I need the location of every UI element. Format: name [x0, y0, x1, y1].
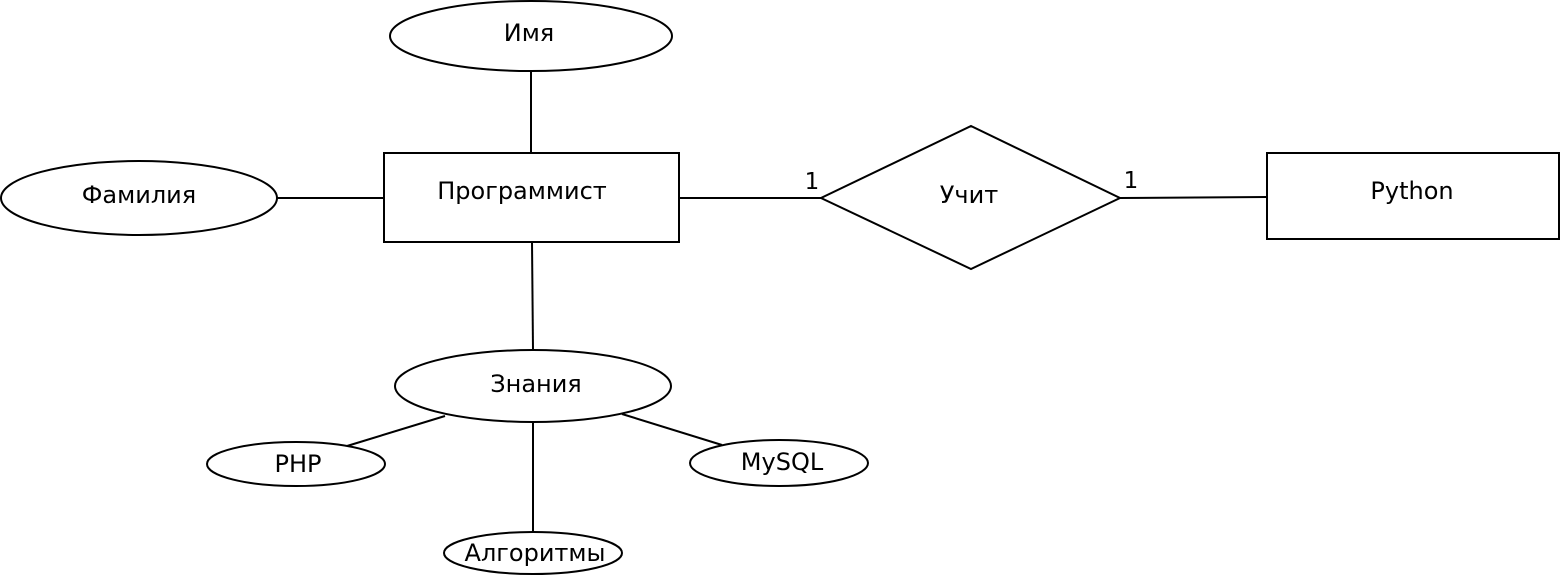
relationship-teaches: Учит 1 1 — [805, 124, 1139, 271]
attribute-php: PHP — [206, 441, 386, 487]
entity-programmer: Программист — [383, 152, 680, 243]
attribute-last-name-oval — [0, 160, 278, 236]
attribute-mysql-oval — [689, 439, 869, 487]
cardinality-right: 1 — [1124, 168, 1139, 194]
attribute-mysql: MySQL — [689, 439, 869, 487]
attribute-knowledge: Знания — [394, 349, 672, 423]
attribute-algorithms-oval — [443, 531, 623, 575]
attribute-algorithms: Алгоритмы — [443, 531, 623, 575]
attribute-last-name: Фамилия — [0, 160, 278, 236]
entity-python-label: Python — [1370, 177, 1453, 205]
attribute-first-name-label: Имя — [504, 19, 555, 47]
attribute-algorithms-label: Алгоритмы — [465, 539, 606, 567]
edge-relationship-python — [1119, 196, 1268, 199]
attribute-php-label: PHP — [275, 450, 322, 478]
attribute-knowledge-label: Знания — [490, 370, 582, 398]
attribute-knowledge-oval — [394, 349, 672, 423]
attribute-php-oval — [206, 441, 386, 487]
attribute-first-name-oval — [389, 0, 673, 72]
attribute-last-name-label: Фамилия — [82, 181, 196, 209]
edge-programmer-knowledge — [531, 241, 534, 351]
entity-python: Python — [1266, 152, 1560, 240]
edge-knowledge-mysql — [621, 413, 723, 446]
attribute-first-name: Имя — [389, 0, 673, 72]
relationship-diamond — [818, 124, 1123, 271]
connectors — [277, 71, 1268, 534]
entity-programmer-label: Программист — [437, 177, 607, 205]
attribute-mysql-label: MySQL — [741, 448, 824, 476]
entity-python-box — [1266, 152, 1560, 240]
relationship-label: Учит — [940, 181, 998, 209]
cardinality-left: 1 — [805, 169, 820, 195]
edge-knowledge-php — [346, 415, 446, 447]
entity-programmer-box — [383, 152, 680, 243]
